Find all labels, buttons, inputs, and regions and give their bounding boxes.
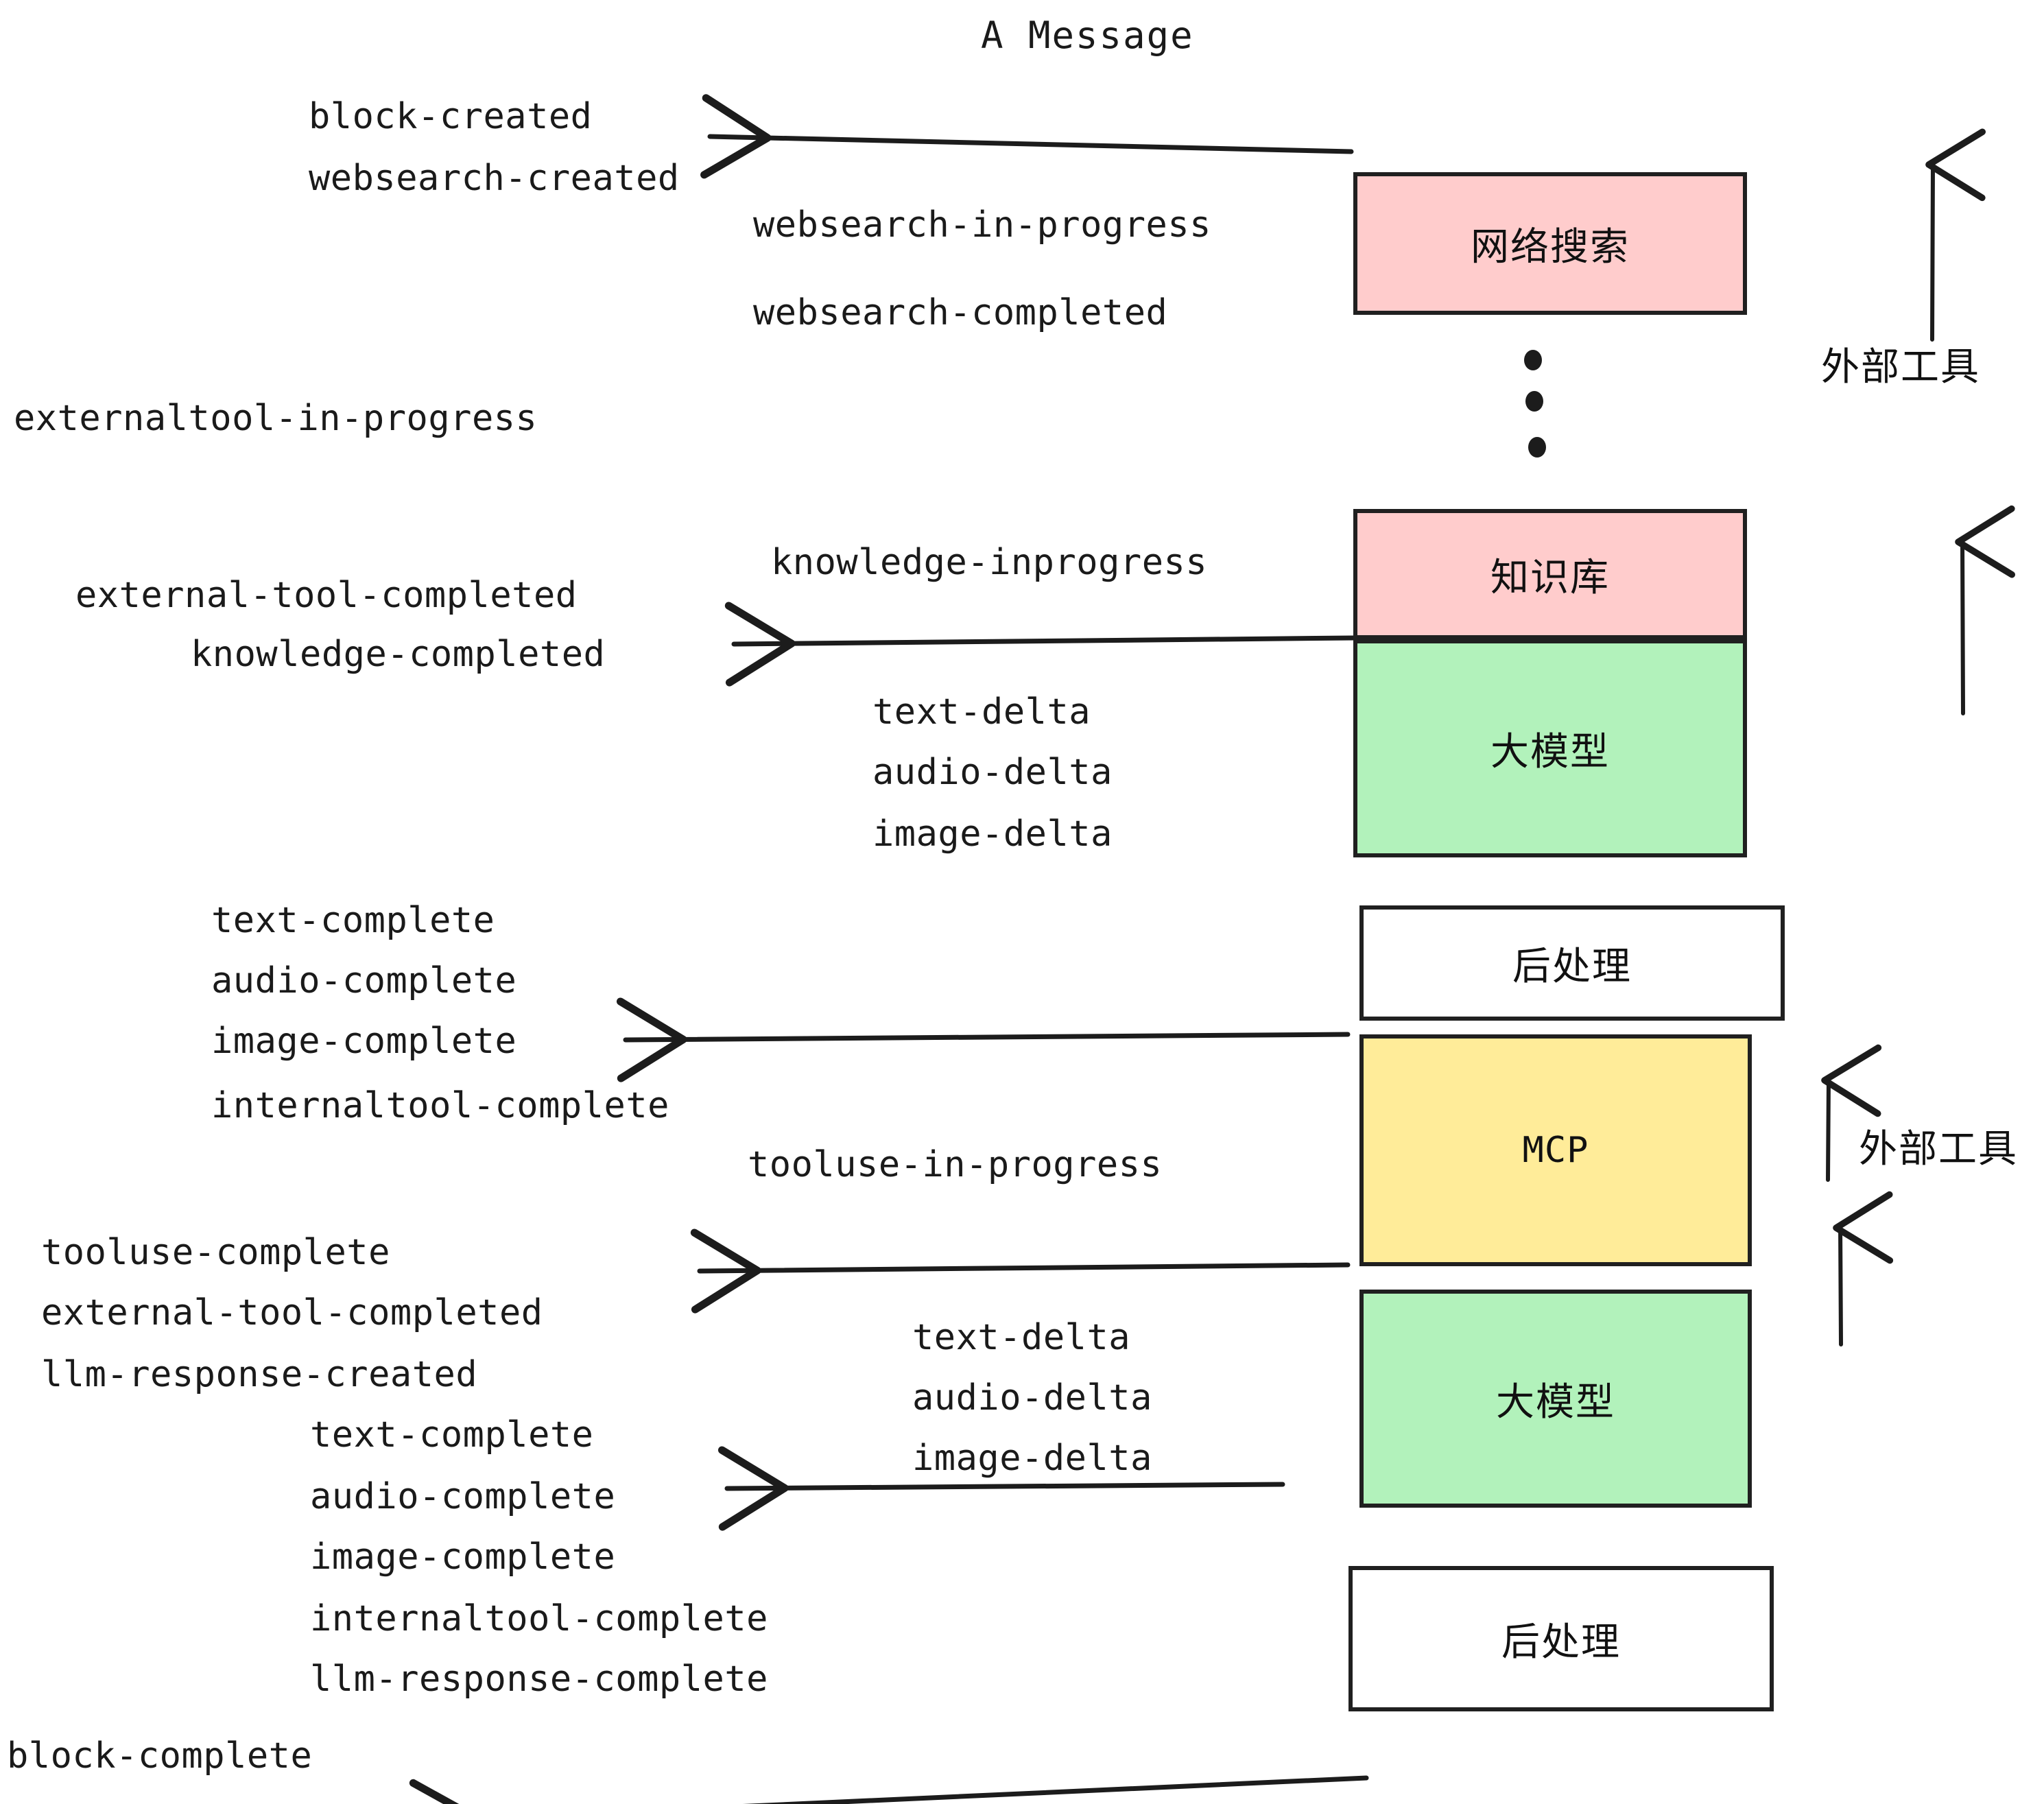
box-knowledge-label: 知识库 [1490, 555, 1610, 600]
box-llm-1-label: 大模型 [1490, 729, 1610, 774]
bracket-external-tools-top-up [1925, 128, 1986, 342]
box-websearch[interactable]: 网络搜索 [1353, 172, 1747, 315]
event-knowledge-completed: knowledge-completed [191, 634, 606, 675]
event-audio-delta-2: audio-delta [912, 1377, 1152, 1419]
event-image-delta-1: image-delta [872, 814, 1113, 855]
event-image-delta-2: image-delta [912, 1438, 1152, 1479]
bracket-external-tools-top-down [1955, 505, 2015, 715]
event-block-complete: block-complete [7, 1735, 313, 1777]
ellipsis-dot-1 [1524, 350, 1542, 370]
event-websearch-created: websearch-created [309, 158, 680, 199]
event-external-tool-completed-2: external-tool-completed [41, 1292, 543, 1333]
box-postprocess-2[interactable]: 后处理 [1348, 1566, 1774, 1711]
event-llm-response-created: llm-response-created [41, 1354, 478, 1395]
arrow-websearch-to-block-created [700, 94, 1354, 179]
box-llm-1[interactable]: 大模型 [1353, 639, 1747, 857]
box-mcp[interactable]: MCP [1359, 1034, 1752, 1266]
box-llm-2[interactable]: 大模型 [1359, 1290, 1752, 1508]
event-audio-complete-1: audio-complete [211, 960, 517, 1001]
event-knowledge-inprogress: knowledge-inprogress [771, 542, 1208, 583]
event-image-complete-1: image-complete [211, 1021, 517, 1062]
event-text-delta-1: text-delta [872, 691, 1091, 733]
event-audio-delta-1: audio-delta [872, 752, 1113, 793]
arrow-knowledge-to-completed [724, 602, 1356, 687]
event-tooluse-complete: tooluse-complete [41, 1232, 390, 1273]
box-mcp-label: MCP [1522, 1130, 1589, 1171]
box-llm-2-label: 大模型 [1496, 1379, 1615, 1425]
event-image-complete-2: image-complete [310, 1536, 616, 1578]
ellipsis-dot-3 [1528, 437, 1546, 458]
event-websearch-completed: websearch-completed [753, 292, 1168, 333]
label-external-tools-top: 外部工具 [1821, 345, 1980, 390]
event-externaltool-in-progress: externaltool-in-progress [14, 398, 538, 439]
event-llm-response-complete: llm-response-complete [310, 1659, 768, 1700]
box-postprocess-1-label: 后处理 [1512, 944, 1632, 989]
label-external-tools-bottom: 外部工具 [1859, 1127, 2018, 1172]
ellipsis-dot-2 [1525, 391, 1543, 412]
box-websearch-label: 网络搜索 [1471, 224, 1630, 270]
event-text-complete-1: text-complete [211, 900, 495, 941]
event-websearch-in-progress: websearch-in-progress [753, 204, 1211, 246]
event-audio-complete-2: audio-complete [310, 1476, 616, 1517]
arrow-mcp-to-tooluse-complete [690, 1229, 1351, 1314]
arrow-postprocess-to-image-complete [616, 997, 1351, 1082]
arrow-llm-to-audio-complete [717, 1446, 1285, 1531]
event-internaltool-complete-1: internaltool-complete [211, 1085, 669, 1126]
page-title: A Message [981, 14, 1194, 57]
event-block-created: block-created [309, 96, 593, 137]
bracket-external-tools-bottom-up [1821, 1044, 1882, 1182]
box-knowledge[interactable]: 知识库 [1353, 509, 1747, 639]
event-external-tool-completed-1: external-tool-completed [75, 575, 578, 616]
box-postprocess-1[interactable]: 后处理 [1359, 905, 1785, 1021]
box-postprocess-2-label: 后处理 [1501, 1619, 1621, 1665]
event-tooluse-in-progress: tooluse-in-progress [748, 1144, 1163, 1185]
event-internaltool-complete-2: internaltool-complete [310, 1598, 768, 1639]
event-text-delta-2: text-delta [912, 1317, 1131, 1358]
event-text-complete-2: text-complete [310, 1414, 594, 1456]
bracket-external-tools-bottom-down [1833, 1191, 1894, 1346]
arrow-postprocess-to-block-complete [409, 1775, 1369, 1804]
